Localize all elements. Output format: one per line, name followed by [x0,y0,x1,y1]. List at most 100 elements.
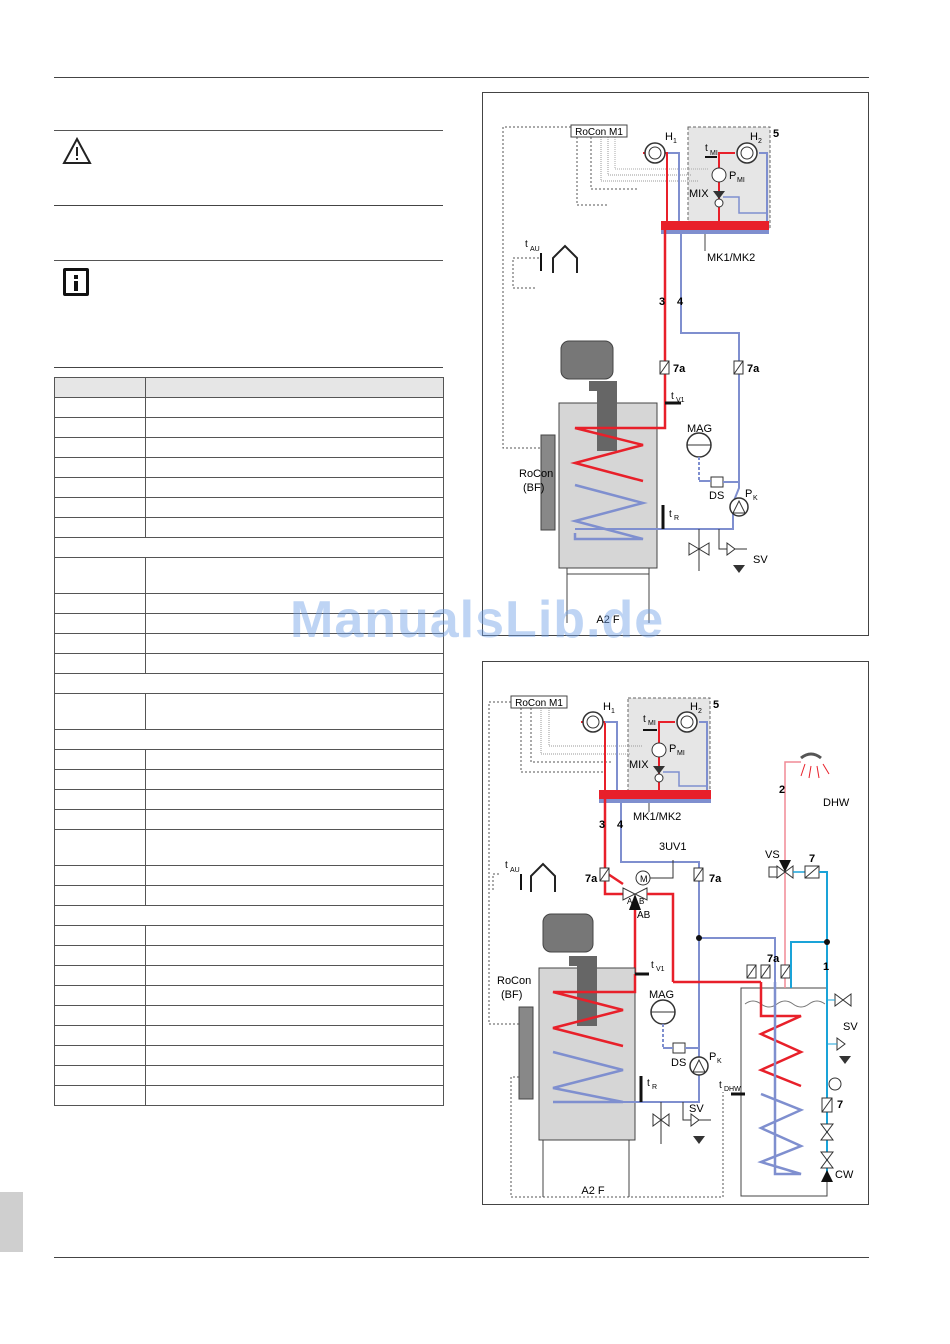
table-cell [54,517,146,538]
figure-1-diagram: RoCon M1 H 1 H 2 5 t MI P MI MIX MK1/MK2… [502,124,779,626]
table-cell [54,905,444,926]
table-cell [145,965,444,986]
fig2-tdhw-label: t [719,1080,722,1091]
table-cell [54,1025,146,1046]
table-cell [54,985,146,1006]
fig2-flow-manifold [599,790,711,799]
fig1-h1-sub: 1 [673,138,677,145]
table-cell [145,925,444,946]
table-cell [54,477,146,498]
fig1-flow-coil [570,403,667,483]
info-icon [62,267,90,302]
fig2-h2-label: H [690,701,698,713]
fig1-h2-label: H [750,131,758,143]
fig2-tr-sub: R [652,1084,657,1091]
fig2-n2: 2 [779,784,785,796]
fig2-dhw-tank [740,987,828,1197]
table-cell [54,925,146,946]
fig2-tv1-label: t [651,960,654,971]
fig2-gauge-icon [828,1077,842,1091]
table-cell [54,1045,146,1066]
table-row [54,1025,444,1046]
table-row [54,537,444,558]
fig1-pmi-pump-icon [711,167,727,183]
fig2-h1-label: H [603,701,611,713]
fig2-sv1-label: SV [689,1103,704,1115]
info-notice-end-rule [54,367,443,368]
table-cell [145,693,444,730]
table-row [54,749,444,770]
table-row [54,1085,444,1106]
table-row [54,673,444,694]
table-row [54,729,444,750]
table-cell [145,557,444,594]
table-row [54,1045,444,1066]
fig2-tv1-sub: V1 [656,966,665,973]
fig1-tv1-label: t [671,391,674,402]
fig1-n4: 4 [677,296,684,308]
table-cell [54,693,146,730]
fig1-h1-label: H [665,131,673,143]
fig1-pmi-label: P [729,170,736,182]
table-row [54,905,444,926]
fig1-pk-label: P [745,488,752,500]
fig1-house-icon [552,244,578,273]
fig1-tr-sub: R [674,515,679,522]
table-row [54,1065,444,1086]
fig2-return-manifold [599,799,711,803]
table-cell [145,809,444,830]
info-notice [54,260,443,368]
table-row [54,377,444,398]
table-cell [54,965,146,986]
table-cell [54,497,146,518]
fig1-rocon-bf-2: (BF) [523,482,544,494]
fig1-rocon-bf-panel [540,434,556,531]
table-cell [145,477,444,498]
table-cell [145,865,444,886]
figure-2-frame: RoCon M1 H 1 H 2 5 t MI P MI MIX MK1/MK2… [482,661,869,1205]
fig2-model-label: A2 F [581,1185,605,1197]
fig2-rocon-m1-label: RoCon M1 [515,698,563,709]
fig2-3uv1-valve-icon [622,887,637,901]
fig1-flow-manifold [661,221,769,230]
table-cell [54,769,146,790]
fig1-pk-pump-icon [729,497,749,517]
table-cell [54,437,146,458]
table-cell [145,517,444,538]
table-cell [145,457,444,478]
table-cell [145,397,444,418]
figure-1-frame: RoCon M1 H 1 H 2 5 t MI P MI MIX MK1/MK2… [482,92,869,636]
fig1-h2-radiator-icon [736,142,758,164]
table-cell [145,985,444,1006]
fig2-n1: 1 [823,961,829,973]
table-cell [145,945,444,966]
fig1-mix-label: MIX [689,188,709,200]
fig2-dhw-label: DHW [823,797,850,809]
fig2-tmi-label: t [643,714,646,725]
fig2-mk-label: MK1/MK2 [633,811,681,823]
fig2-n3: 3 [599,819,605,831]
watermark: ManualsLib.de [290,591,665,649]
fig1-mix-valve-icon [713,191,725,199]
table-row [54,417,444,438]
fig2-h2-sub: 2 [698,708,702,715]
table-row [54,693,444,730]
fig1-h1-radiator-icon [644,142,666,164]
fig2-h2-radiator-icon [676,711,698,733]
table-row [54,945,444,966]
fig2-m-label: M [640,874,648,884]
table-row [54,497,444,518]
top-rule [54,77,869,78]
fig2-flow-coil [552,974,637,1048]
fig1-num5: 5 [773,128,779,140]
fig1-ds-switch-icon [710,476,724,488]
fig2-rocon-bf-1: RoCon [497,975,531,987]
fig2-tdhw-sub: DHW [724,1086,741,1093]
table-row [54,965,444,986]
fig2-num5: 5 [713,699,719,711]
table-cell [54,593,146,614]
table-cell [54,633,146,654]
fig1-mk-label: MK1/MK2 [707,252,755,264]
fig2-tr-label: t [647,1078,650,1089]
table-cell [54,829,146,866]
